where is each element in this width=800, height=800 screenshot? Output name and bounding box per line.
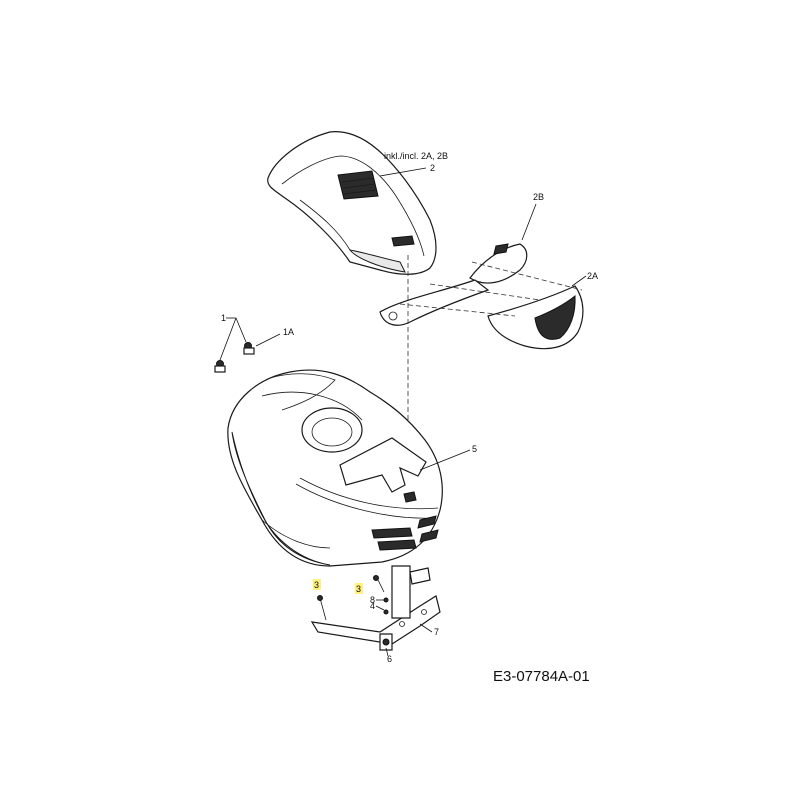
deflector-2a-part bbox=[487, 275, 587, 350]
vent-piece-2b-part bbox=[469, 203, 537, 284]
mounting-bracket-part bbox=[379, 279, 490, 326]
lower-bracket-assembly bbox=[310, 565, 441, 657]
highlight-box bbox=[313, 579, 321, 590]
label-3-right: 3 bbox=[356, 584, 361, 594]
hood-cover-part bbox=[267, 131, 437, 275]
label-2: 2 bbox=[430, 163, 435, 173]
label-1: 1 bbox=[221, 313, 226, 323]
highlight-box bbox=[355, 583, 363, 594]
fastener-parts bbox=[214, 317, 281, 373]
label-2a: 2A bbox=[587, 271, 598, 281]
label-4: 4 bbox=[370, 601, 375, 611]
hood-body-part bbox=[227, 369, 471, 567]
label-1a: 1A bbox=[283, 327, 294, 337]
label-7: 7 bbox=[434, 627, 439, 637]
label-5: 5 bbox=[472, 444, 477, 454]
label-8: 8 bbox=[370, 595, 375, 605]
label-3-left: 3 bbox=[314, 580, 319, 590]
incl-note: inkl./incl. 2A, 2B bbox=[384, 151, 448, 161]
diagram-code: E3-07784A-01 bbox=[493, 668, 590, 685]
label-2b: 2B bbox=[533, 192, 544, 202]
label-6: 6 bbox=[387, 654, 392, 664]
